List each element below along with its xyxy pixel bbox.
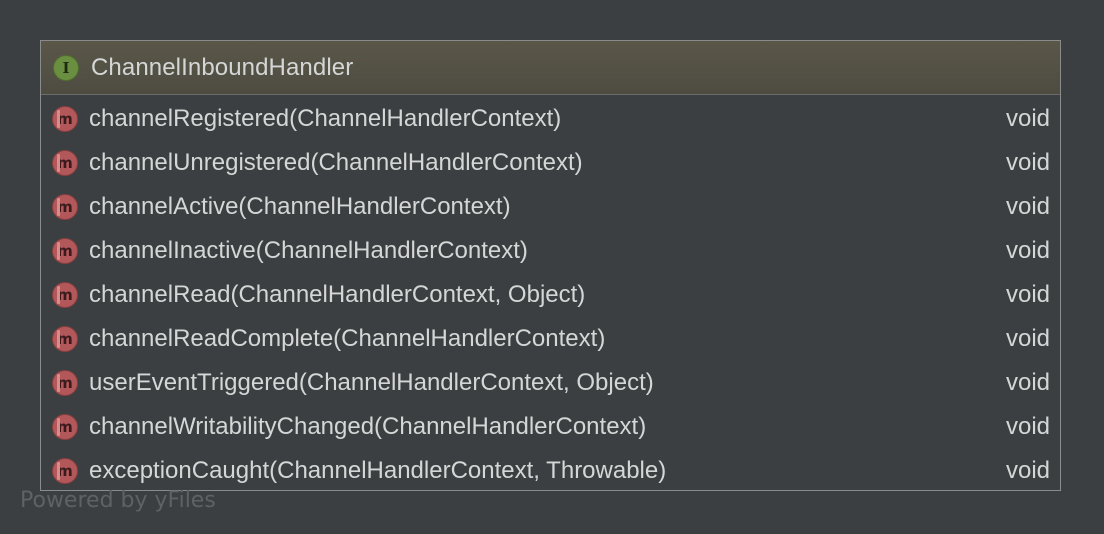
method-signature: channelReadComplete(ChannelHandlerContex… bbox=[89, 325, 606, 352]
method-signature: channelRegistered(ChannelHandlerContext) bbox=[89, 105, 562, 132]
method-return-type: void bbox=[1005, 369, 1050, 396]
method-row[interactable]: m channelRead(ChannelHandlerContext, Obj… bbox=[41, 273, 1060, 317]
method-return-type: void bbox=[1005, 105, 1050, 132]
method-icon: m bbox=[52, 238, 78, 264]
method-icon: m bbox=[52, 458, 78, 484]
method-return-type: void bbox=[1005, 413, 1050, 440]
method-row[interactable]: m channelReadComplete(ChannelHandlerCont… bbox=[41, 317, 1060, 361]
method-icon: m bbox=[52, 150, 78, 176]
method-return-type: void bbox=[1005, 237, 1050, 264]
method-row[interactable]: m channelInactive(ChannelHandlerContext)… bbox=[41, 229, 1060, 273]
method-row[interactable]: m channelUnregistered(ChannelHandlerCont… bbox=[41, 141, 1060, 185]
method-signature: channelWritabilityChanged(ChannelHandler… bbox=[89, 413, 647, 440]
method-icon: m bbox=[52, 194, 78, 220]
method-icon: m bbox=[52, 106, 78, 132]
node-title: ChannelInboundHandler bbox=[91, 53, 354, 81]
method-icon: m bbox=[52, 414, 78, 440]
method-row[interactable]: m userEventTriggered(ChannelHandlerConte… bbox=[41, 361, 1060, 405]
method-return-type: void bbox=[1005, 149, 1050, 176]
method-row[interactable]: m exceptionCaught(ChannelHandlerContext,… bbox=[41, 449, 1060, 493]
method-return-type: void bbox=[1005, 457, 1050, 484]
method-signature: channelInactive(ChannelHandlerContext) bbox=[89, 237, 528, 264]
method-signature: userEventTriggered(ChannelHandlerContext… bbox=[89, 369, 654, 396]
method-icon: m bbox=[52, 326, 78, 352]
method-row[interactable]: m channelActive(ChannelHandlerContext) v… bbox=[41, 185, 1060, 229]
method-return-type: void bbox=[1005, 193, 1050, 220]
node-header[interactable]: I ChannelInboundHandler bbox=[41, 41, 1060, 95]
interface-icon: I bbox=[53, 54, 79, 81]
method-signature: channelActive(ChannelHandlerContext) bbox=[89, 193, 511, 220]
method-icon: m bbox=[52, 370, 78, 396]
method-row[interactable]: m channelWritabilityChanged(ChannelHandl… bbox=[41, 405, 1060, 449]
method-row[interactable]: m channelRegistered(ChannelHandlerContex… bbox=[41, 97, 1060, 141]
method-signature: exceptionCaught(ChannelHandlerContext, T… bbox=[89, 457, 667, 484]
method-return-type: void bbox=[1005, 281, 1050, 308]
member-list: m channelRegistered(ChannelHandlerContex… bbox=[41, 95, 1060, 493]
watermark: Powered by yFiles bbox=[20, 488, 216, 513]
method-return-type: void bbox=[1005, 325, 1050, 352]
method-signature: channelUnregistered(ChannelHandlerContex… bbox=[89, 149, 583, 176]
method-icon: m bbox=[52, 282, 78, 308]
class-node[interactable]: I ChannelInboundHandler m channelRegiste… bbox=[40, 40, 1061, 491]
method-signature: channelRead(ChannelHandlerContext, Objec… bbox=[89, 281, 586, 308]
